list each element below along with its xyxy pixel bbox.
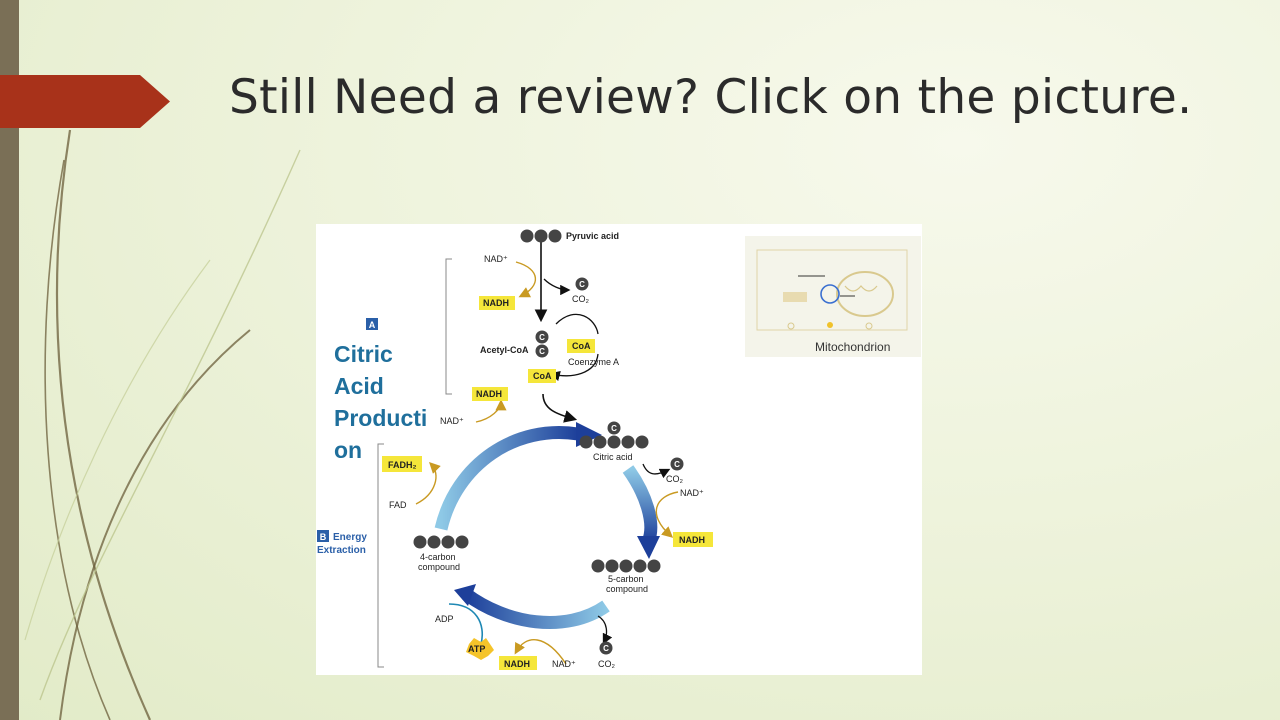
svg-text:C: C	[674, 460, 680, 469]
label-citric-acid: Citric acid	[593, 452, 633, 462]
label-nadh-2: NADH	[476, 389, 502, 399]
label-co2-1: CO₂	[572, 294, 590, 304]
slide-title: Still Need a review? Click on the pictur…	[229, 70, 1193, 125]
label-nadh-1: NADH	[483, 298, 509, 308]
svg-text:C: C	[579, 280, 585, 289]
label-nad-2: NAD⁺	[440, 416, 464, 426]
label-nad-1: NAD⁺	[484, 254, 508, 264]
label-nad-4: NAD⁺	[552, 659, 576, 669]
section-a-badge: A	[369, 320, 376, 330]
label-adp: ADP	[435, 614, 454, 624]
decorative-curves	[24, 129, 301, 720]
citric-acid-production-label: Citric Acid Producti on	[334, 341, 428, 463]
label-co2-3: CO₂	[598, 659, 616, 669]
label-acetyl-coa: Acetyl-CoA	[480, 345, 529, 355]
label-nadh-3: NADH	[679, 535, 705, 545]
section-b-badge: B	[320, 532, 327, 542]
label-fad: FAD	[389, 500, 407, 510]
mitochondrion-thumbnail-icon	[756, 249, 908, 331]
label-5-carbon-compound: compound	[606, 584, 648, 594]
label-coa-2: CoA	[533, 371, 552, 381]
label-fadh2: FADH₂	[388, 460, 417, 470]
label-atp: ATP	[468, 644, 485, 654]
mitochondrion-label: Mitochondrion	[815, 340, 891, 354]
svg-text:C: C	[611, 424, 617, 433]
svg-text:C: C	[603, 644, 609, 653]
label-nad-3: NAD⁺	[680, 488, 704, 498]
label-co2-2: CO₂	[666, 474, 684, 484]
mitochondrion-inset[interactable]: Mitochondrion	[745, 236, 921, 357]
svg-text:C: C	[539, 333, 545, 342]
label-5-carbon: 5-carbon	[608, 574, 644, 584]
label-4-carbon-compound: compound	[418, 562, 460, 572]
label-nadh-4: NADH	[504, 659, 530, 669]
label-4-carbon: 4-carbon	[420, 552, 456, 562]
label-coenzyme-a: Coenzyme A	[568, 357, 619, 367]
section-b-label-1: Energy	[333, 532, 367, 543]
label-coa-1: CoA	[572, 341, 591, 351]
svg-text:C: C	[539, 347, 545, 356]
section-b-label-2: Extraction	[317, 545, 366, 556]
title-accent-arrow	[0, 75, 170, 128]
label-pyruvic-acid: Pyruvic acid	[566, 231, 619, 241]
sidebar-bar	[0, 0, 19, 720]
